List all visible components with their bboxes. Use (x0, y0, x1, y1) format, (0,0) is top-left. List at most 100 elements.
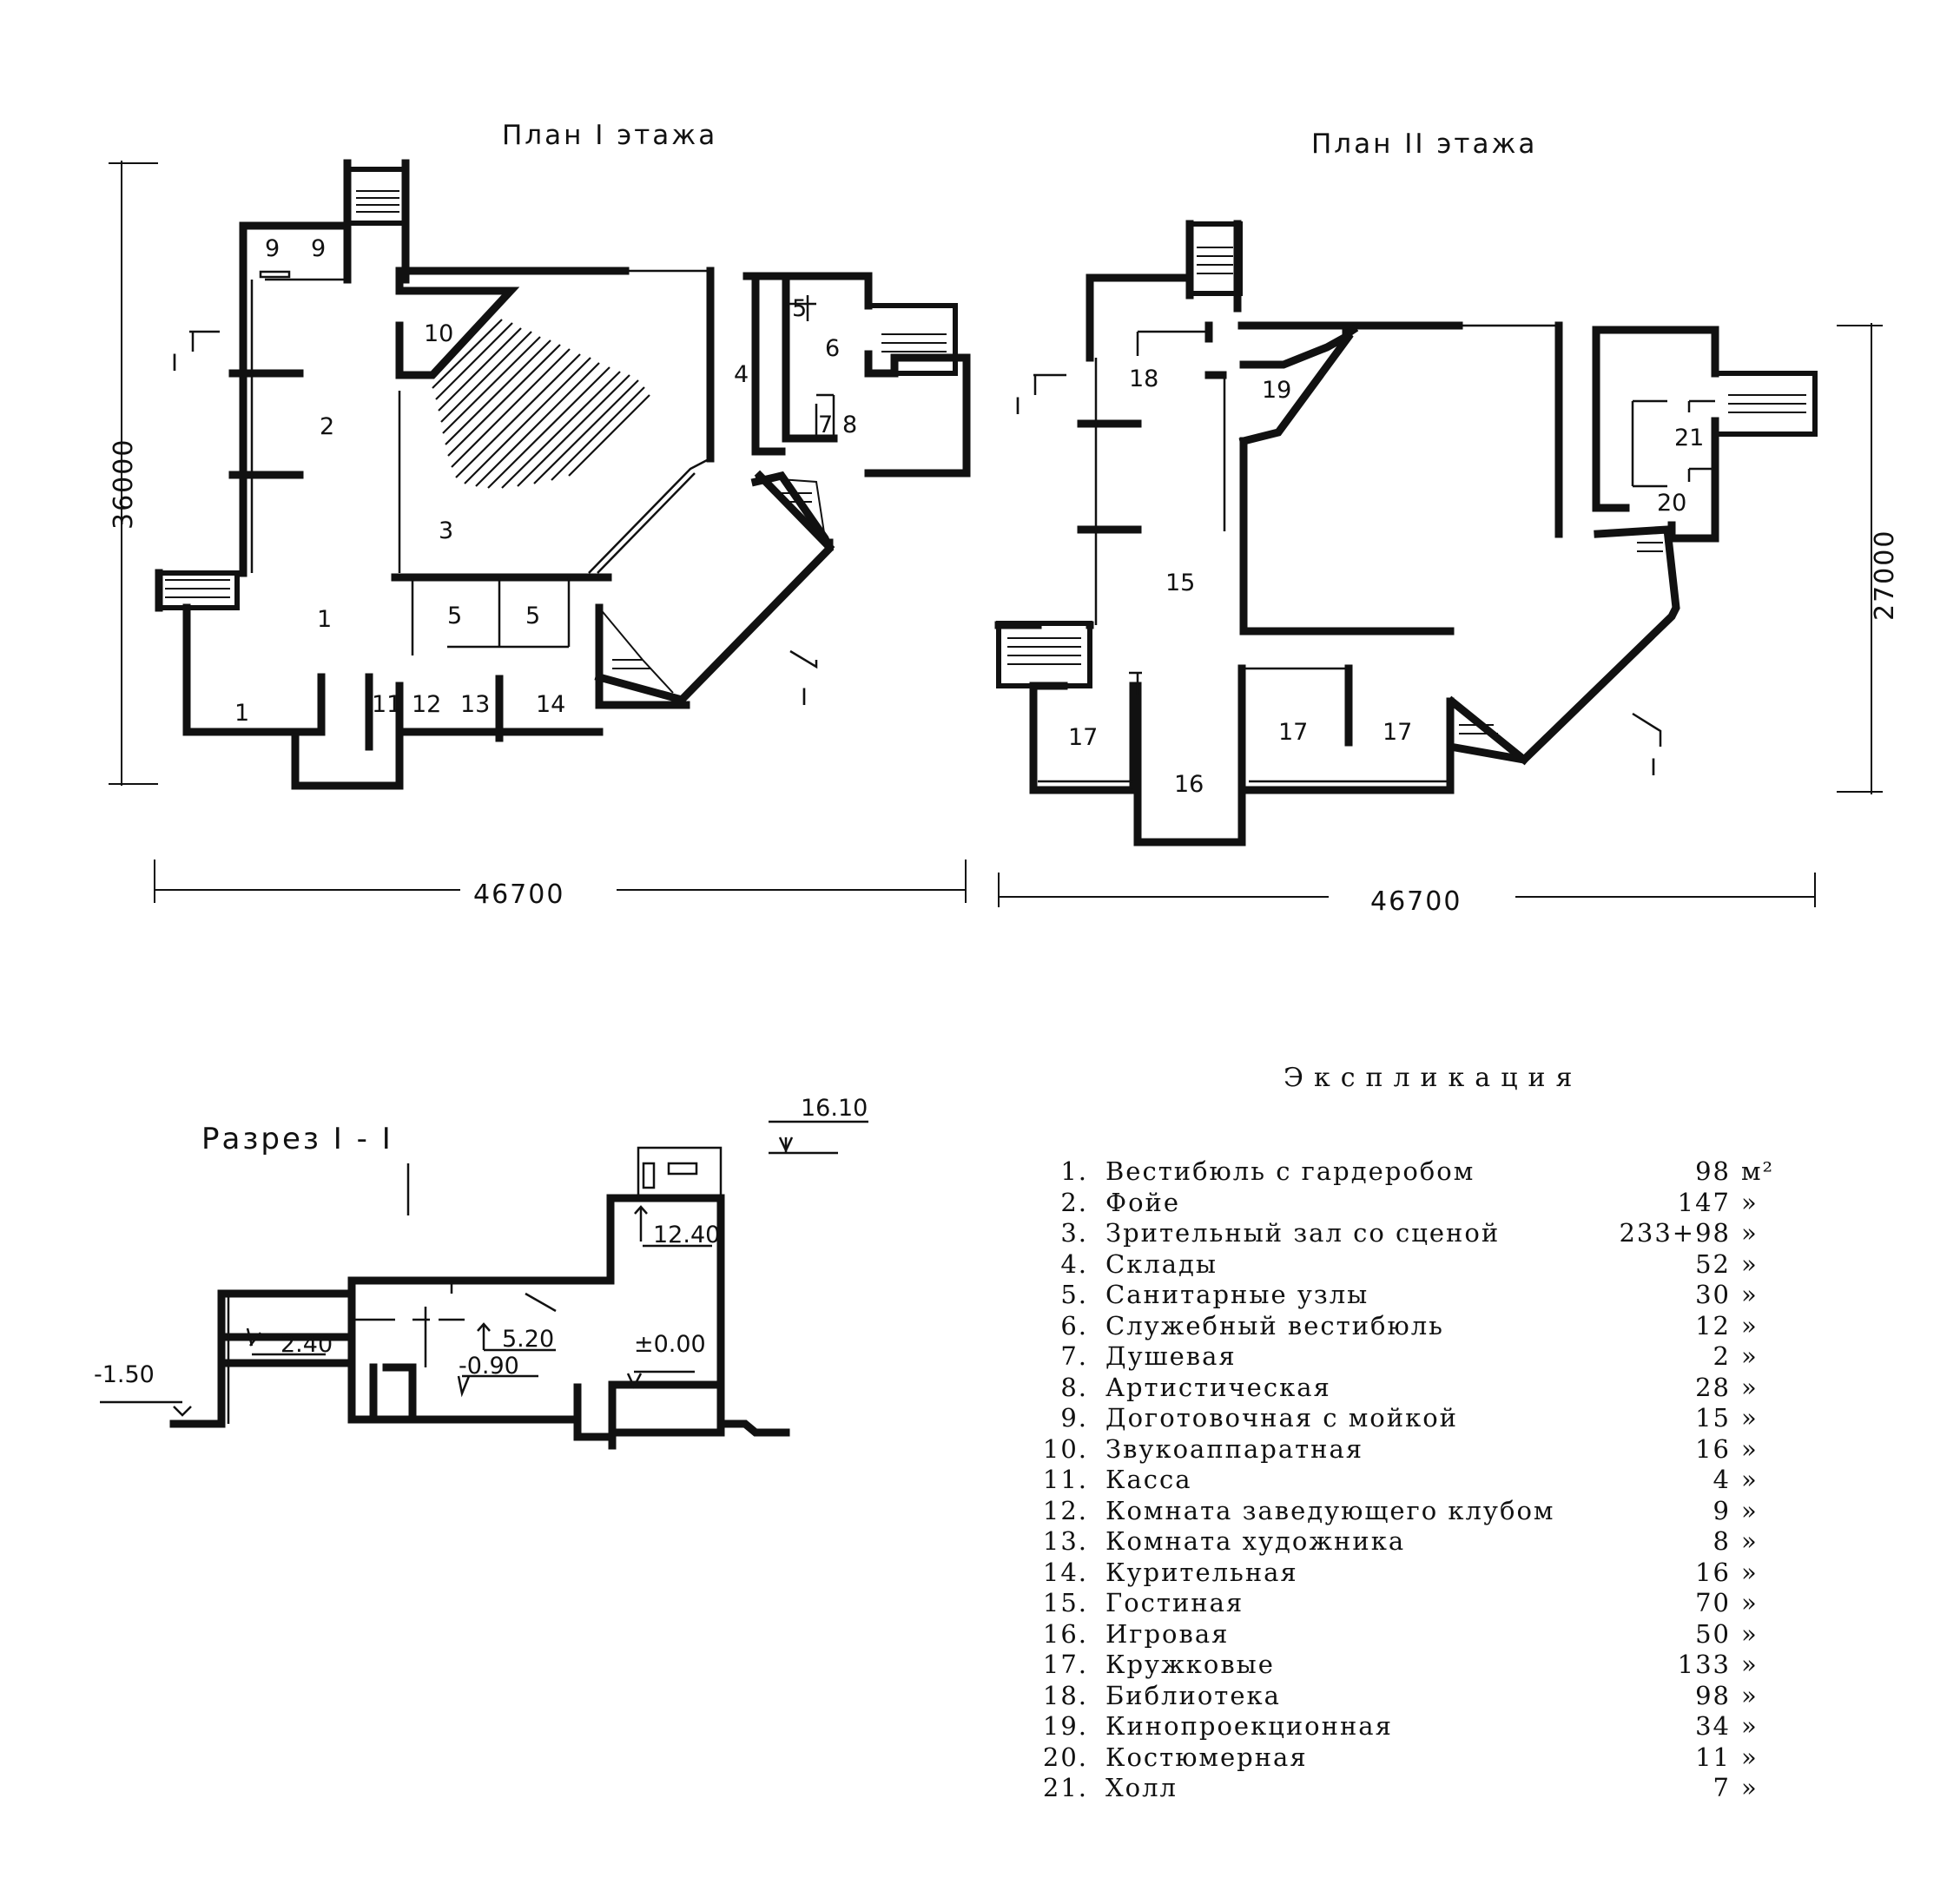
explication-item-area: 98 (1695, 1680, 1731, 1710)
explication-item-number: 14. (1042, 1557, 1088, 1587)
section-mark: I (1650, 754, 1657, 781)
explication-item-area: 52 (1695, 1248, 1731, 1279)
explication-item-area: 30 (1695, 1280, 1731, 1309)
level-mark: ±0.00 (634, 1331, 706, 1358)
explication-item-name: Доготовочная с мойкой (1105, 1403, 1459, 1433)
level-mark: 5.20 (502, 1326, 554, 1353)
floor2-dimension-lines (998, 323, 1883, 907)
floor1-room-label: 11 (372, 691, 401, 718)
explication-item-area: 8 (1713, 1526, 1731, 1556)
explication-item-unit: » (1741, 1341, 1759, 1371)
explication-item-unit: » (1741, 1650, 1759, 1679)
explication-item-unit: » (1741, 1680, 1759, 1710)
section-arrow (1033, 373, 1662, 747)
explication-item-area: 70 (1695, 1588, 1731, 1617)
explication-item-unit: » (1741, 1465, 1759, 1494)
explication-item-number: 8. (1060, 1372, 1088, 1402)
floor1-room-label: 6 (825, 335, 840, 362)
explication-item-area: 4 (1713, 1465, 1731, 1494)
floor2-width-dimension: 46700 (1370, 886, 1462, 917)
floor1-plan-title: План I этажа (502, 120, 718, 151)
explication-item-name: Курительная (1105, 1557, 1298, 1587)
level-mark: 2.40 (280, 1331, 333, 1358)
explication-item-unit: » (1741, 1557, 1759, 1587)
explication-item-area: 15 (1695, 1403, 1731, 1433)
explication-item-name: Кружковые (1105, 1650, 1275, 1679)
floor2-plan: 18 19 21 20 15 17 16 17 17 I I (994, 220, 1818, 846)
section-arrow (189, 330, 818, 669)
floor1-room-label: 9 (311, 235, 326, 262)
floor1-room-label: 13 (460, 691, 490, 718)
floor1-room-label: 10 (424, 320, 453, 347)
explication-item-name: Комната художника (1105, 1526, 1406, 1556)
stairs-floor1 (156, 190, 958, 694)
explication-item-name: Зрительный зал со сценой (1105, 1218, 1501, 1248)
explication-item-unit: м² (1741, 1156, 1775, 1186)
floor2-room-label: 17 (1383, 719, 1412, 746)
section-mark: I (801, 684, 808, 711)
explication-item: 14. Курительная 16 » (1038, 1558, 1802, 1589)
explication-item-name: Артистическая (1105, 1372, 1331, 1402)
explication-item-unit: » (1741, 1218, 1759, 1248)
explication-item-name: Холл (1105, 1773, 1178, 1802)
floor1-room-label: 12 (412, 691, 441, 718)
explication-item-area: 16 (1695, 1557, 1731, 1587)
floor2-height-dimension: 27000 (1870, 530, 1900, 621)
explication-item-unit: » (1741, 1588, 1759, 1617)
explication-item-number: 17. (1042, 1650, 1088, 1679)
explication-item-name: Кинопроекционная (1105, 1711, 1393, 1741)
explication-item-number: 13. (1042, 1526, 1088, 1556)
explication-item-unit: » (1741, 1187, 1759, 1217)
explication-item-area: 16 (1695, 1433, 1731, 1464)
explication-item-area: 50 (1695, 1618, 1731, 1649)
level-mark: -0.90 (459, 1353, 519, 1380)
explication-item-number: 18. (1042, 1680, 1088, 1710)
floor2-room-label: 18 (1129, 366, 1158, 392)
explication-item-number: 11. (1042, 1465, 1088, 1494)
level-mark: 16.10 (801, 1095, 868, 1122)
explication-item-name: Фойе (1105, 1187, 1181, 1217)
level-mark: -1.50 (94, 1361, 155, 1388)
explication-item-area: 28 (1695, 1372, 1731, 1402)
explication-item-area: 12 (1695, 1310, 1731, 1340)
floor1-room-label: 3 (439, 517, 453, 544)
floor1-room-label: 1 (317, 606, 332, 633)
floor2-room-label: 20 (1657, 490, 1686, 517)
explication-item-number: 19. (1042, 1711, 1088, 1741)
explication-item-number: 20. (1042, 1742, 1088, 1772)
explication-item-area: 7 (1713, 1773, 1731, 1802)
explication-item-area: 9 (1713, 1495, 1731, 1525)
explication-item-number: 6. (1060, 1310, 1088, 1340)
explication-item-name: Склады (1105, 1248, 1218, 1279)
explication-item-number: 5. (1060, 1280, 1088, 1309)
explication-item-number: 12. (1042, 1495, 1088, 1525)
floor1-room-label: 1 (234, 700, 249, 727)
floor1-room-label: 14 (536, 691, 565, 718)
floor2-room-label: 17 (1278, 719, 1308, 746)
explication-item-number: 10. (1042, 1433, 1088, 1464)
section-mark: I (171, 350, 178, 377)
floor1-room-label: 5 (447, 603, 462, 629)
explication-item-name: Библиотека (1105, 1680, 1281, 1710)
explication-item-area: 34 (1695, 1711, 1731, 1741)
explication-item-number: 1. (1060, 1156, 1088, 1186)
explication-item-unit: » (1741, 1248, 1759, 1279)
explication-item-unit: » (1741, 1742, 1759, 1772)
floor2-room-label: 21 (1674, 425, 1704, 451)
